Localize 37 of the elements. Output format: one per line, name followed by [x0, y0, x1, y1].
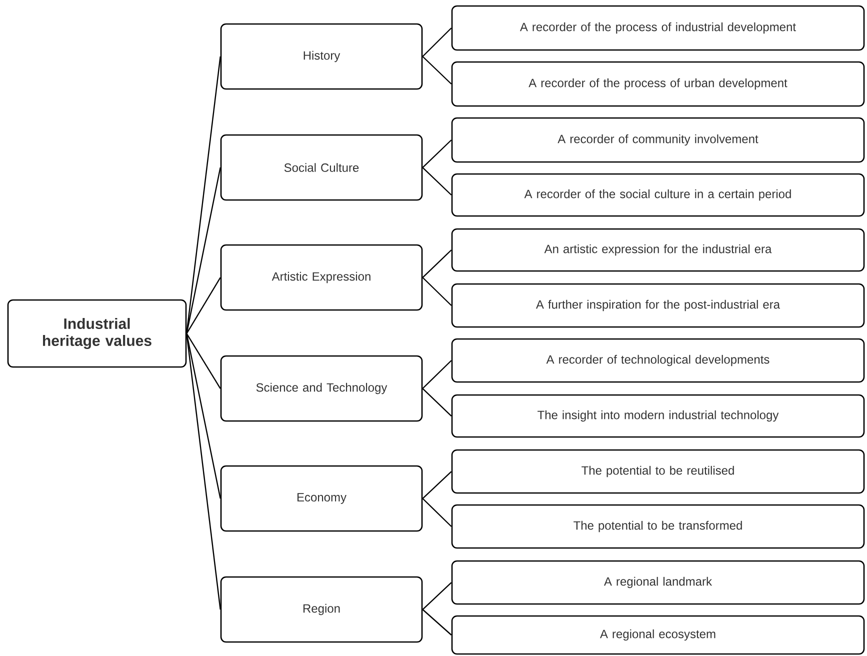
connector-line [422, 56, 452, 84]
connector-line [422, 471, 452, 499]
connector-line [422, 388, 452, 416]
connector-line [422, 360, 452, 389]
value-box: A further inspiration for the post-industrial era [451, 283, 865, 328]
value-box: The insight into modern industrial technology [451, 394, 865, 438]
connector-line [186, 167, 221, 334]
root-box: Industrial heritage values [7, 299, 187, 368]
category-box: Economy [220, 465, 423, 532]
value-box: A regional ecosystem [451, 615, 865, 655]
connector-line [186, 333, 221, 499]
connector-line [422, 140, 452, 168]
value-box: A recorder of the process of urban development [451, 61, 865, 107]
connector-line [422, 250, 452, 278]
category-box: History [220, 23, 423, 90]
connector-line [422, 28, 452, 57]
value-box: A recorder of community involvement [451, 117, 865, 163]
category-box: Region [220, 576, 423, 643]
value-box: An artistic expression for the industrial era [451, 228, 865, 272]
value-box: A recorder of technological developments [451, 338, 865, 383]
connector-line [186, 333, 221, 389]
category-box: Artistic Expression [220, 244, 423, 311]
connector-line [422, 609, 452, 636]
category-box: Social Culture [220, 134, 423, 201]
connector-line [186, 56, 221, 334]
value-box: The potential to be reutilised [451, 449, 865, 494]
connector-line [186, 333, 221, 610]
value-box: A recorder of the social culture in a certain period [451, 173, 865, 217]
connector-line [186, 277, 221, 334]
value-box: A regional landmark [451, 560, 865, 605]
category-box: Science and Technology [220, 355, 423, 422]
connector-line [422, 582, 452, 610]
value-box: The potential to be transformed [451, 504, 865, 549]
value-box: A recorder of the process of industrial development [451, 5, 865, 51]
connector-line [422, 277, 452, 306]
connector-line [422, 167, 452, 196]
connector-line [422, 498, 452, 527]
